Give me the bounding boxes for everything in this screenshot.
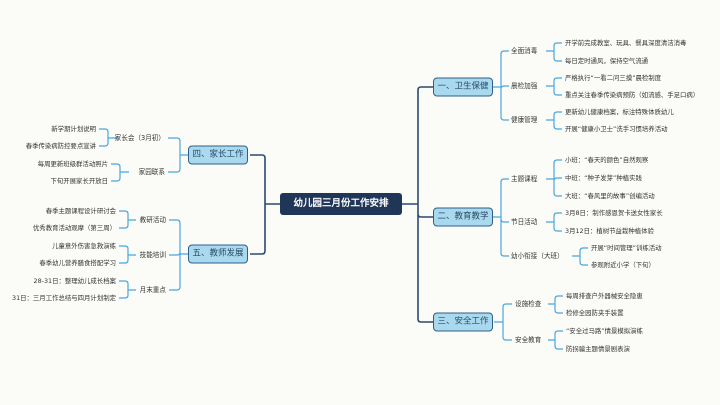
topic-parents[interactable]: 四、家长工作: [188, 145, 248, 165]
connector: [169, 219, 188, 291]
leaf-topic[interactable]: 中班：“种子发芽”种植实践: [565, 174, 642, 182]
leaf-topic[interactable]: 春季主题课程设计研讨会: [45, 207, 116, 215]
connector: [493, 50, 509, 121]
subtopic[interactable]: 幼小衔接（大班）: [511, 252, 564, 260]
connector: [548, 330, 563, 350]
leaf-topic[interactable]: 小班：“春天的颜色”自然观察: [565, 156, 649, 164]
subtopic[interactable]: 安全教育: [515, 336, 542, 344]
connector: [111, 163, 129, 182]
connector: [493, 178, 509, 257]
leaf-topic[interactable]: 儿童意外伤害急救演练: [52, 242, 116, 250]
leaf-topic[interactable]: 参观附近小学（下旬）: [591, 261, 655, 269]
subtopic[interactable]: 设施检查: [515, 300, 542, 308]
subtopic[interactable]: 教研活动: [139, 216, 166, 224]
leaf-topic[interactable]: 开学前完成教室、玩具、餐具深度清洁消毒: [565, 39, 687, 47]
leaf-topic[interactable]: 28-31日：整理幼儿成长档案: [33, 277, 116, 285]
subtopic[interactable]: 家长会（3月初）: [114, 134, 165, 142]
leaf-topic[interactable]: 开展“健康小卫士”洗手习惯培养活动: [565, 125, 668, 133]
leaf-topic[interactable]: 每周排查户外器械安全隐患: [566, 292, 643, 300]
topic-safety[interactable]: 三、安全工作: [433, 312, 493, 332]
leaf-topic[interactable]: 优秀教育活动观摩（第三周）: [32, 224, 116, 232]
leaf-topic[interactable]: 春季幼儿营养膳食搭配学习: [39, 259, 116, 267]
subtopic[interactable]: 全面消毒: [511, 47, 538, 55]
connector: [546, 77, 562, 96]
subtopic[interactable]: 主题课程: [511, 175, 538, 183]
leaf-topic[interactable]: 每周更新班级群活动照片: [37, 160, 108, 168]
connector: [548, 295, 563, 314]
topic-health[interactable]: 一、卫生保健: [433, 77, 493, 97]
leaf-topic[interactable]: 更新幼儿健康档案，标注特殊体质幼儿: [565, 108, 674, 116]
leaf-topic[interactable]: “安全过马路”情景模拟演练: [566, 327, 643, 335]
connector: [250, 154, 280, 255]
connector: [546, 159, 562, 197]
subtopic[interactable]: 健康管理: [511, 116, 538, 124]
connector: [572, 247, 588, 266]
leaf-topic[interactable]: 检修全园防夹手装置: [566, 309, 624, 317]
connector: [546, 111, 562, 130]
leaf-topic[interactable]: 3月8日：制作感恩贺卡送女性家长: [565, 209, 663, 217]
leaf-topic[interactable]: 重点关注春季传染病预防（如流感、手足口病）: [565, 91, 700, 99]
connector: [99, 128, 117, 147]
leaf-topic[interactable]: 下旬开展家长开放日: [50, 177, 108, 185]
leaf-topic[interactable]: 防拐骗主题情景剧表演: [566, 345, 630, 353]
connector: [546, 42, 562, 62]
connector: [119, 280, 136, 299]
subtopic[interactable]: 月末重点: [139, 286, 166, 294]
topic-education[interactable]: 二、教育教学: [433, 207, 493, 227]
connector: [402, 86, 433, 323]
leaf-topic[interactable]: 每日定时通风，保持空气流通: [565, 57, 649, 65]
connector: [168, 137, 188, 173]
subtopic[interactable]: 节日活动: [511, 218, 538, 226]
connector: [494, 303, 512, 341]
subtopic[interactable]: 晨检加强: [511, 82, 538, 90]
leaf-topic[interactable]: 春季传染病防控要点宣讲: [25, 142, 96, 150]
connector: [546, 212, 562, 232]
connector: [119, 245, 136, 264]
leaf-topic[interactable]: 新学期计划说明: [51, 125, 96, 133]
leaf-topic[interactable]: 严格执行“一看二问三摸”晨检制度: [565, 74, 662, 82]
connector: [119, 210, 136, 229]
subtopic[interactable]: 技能培训: [139, 251, 166, 259]
leaf-topic[interactable]: 31日：三月工作总结与四月计划制定: [12, 294, 116, 302]
subtopic[interactable]: 家园联系: [138, 168, 165, 176]
central-topic[interactable]: 幼儿园三月份工作安排: [280, 193, 402, 215]
leaf-topic[interactable]: 大班：“春风里的故事”创编活动: [565, 192, 655, 200]
topic-teachers[interactable]: 五、教师发展: [188, 244, 248, 264]
leaf-topic[interactable]: 开展“时间管理”训练活动: [591, 244, 662, 252]
leaf-topic[interactable]: 3月12日：植树节益栽种植体验: [565, 227, 654, 235]
